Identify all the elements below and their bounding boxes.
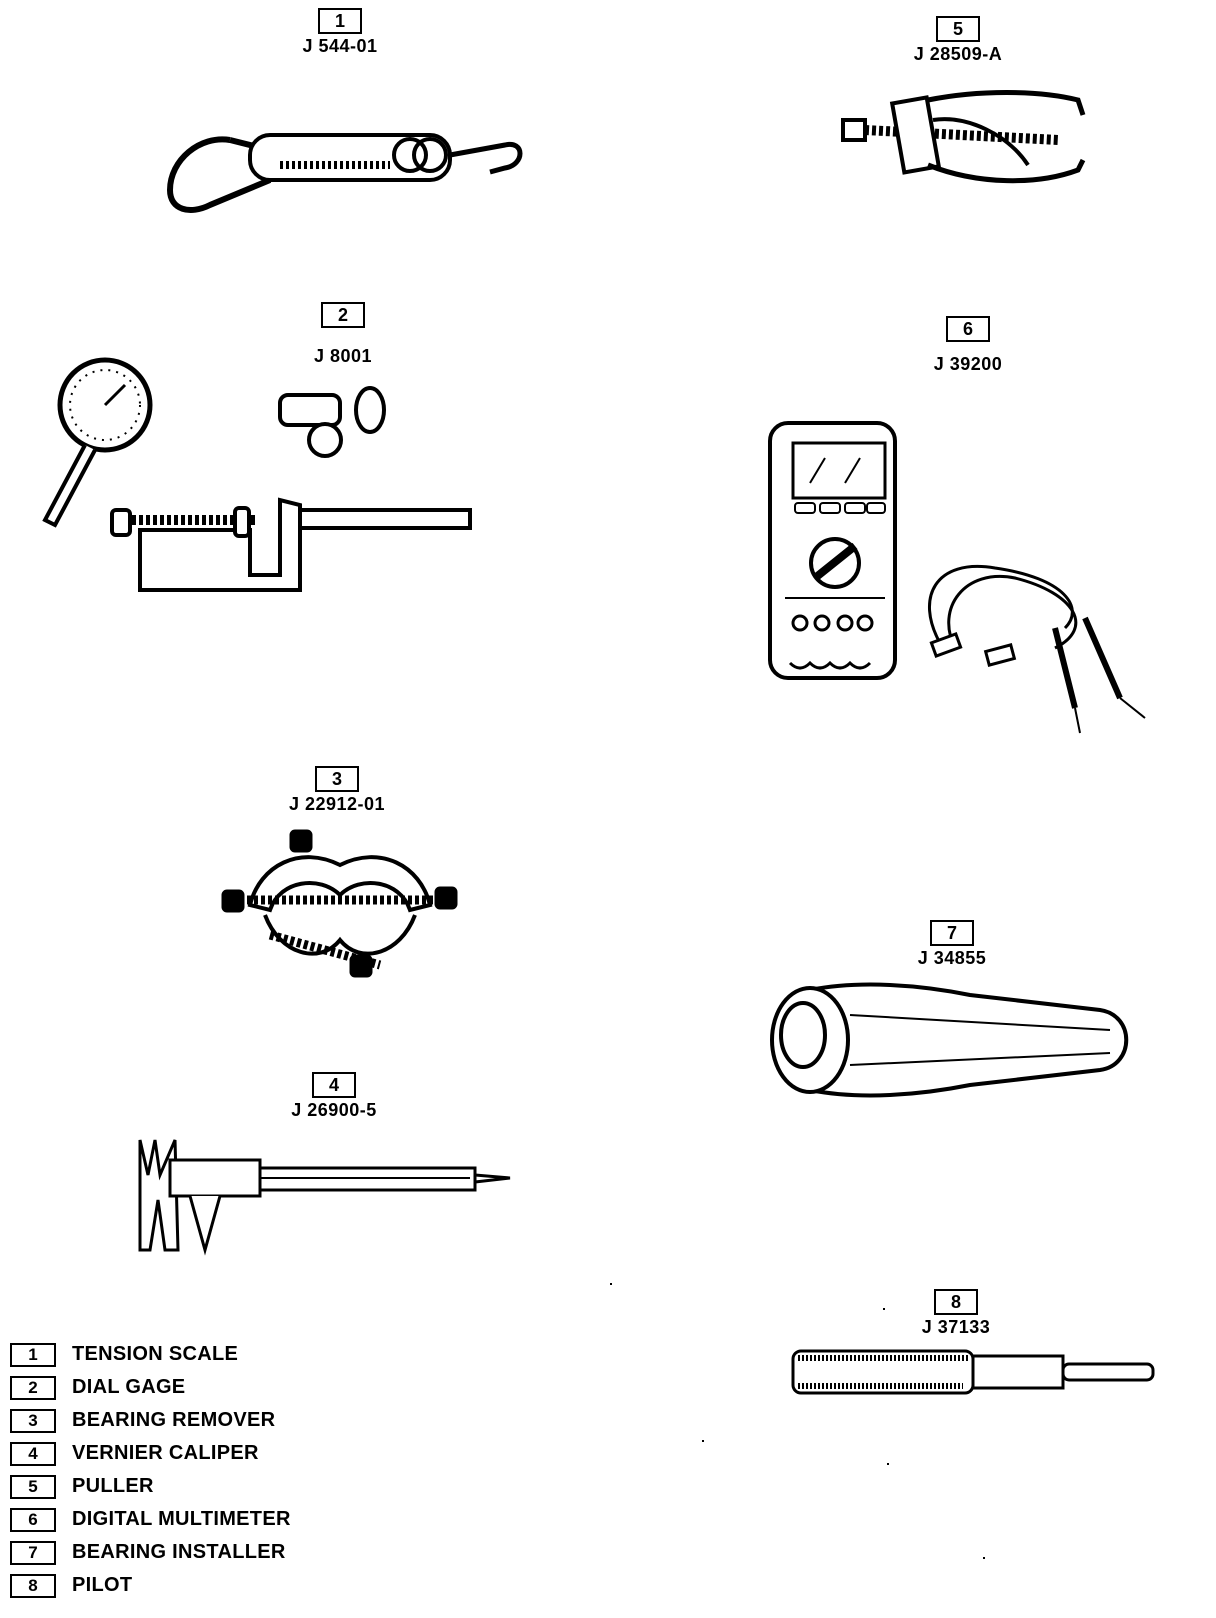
legend-label: PILOT bbox=[72, 1574, 133, 1596]
tool-4-part-number: J 26900-5 bbox=[291, 1100, 377, 1120]
legend-label: BEARING INSTALLER bbox=[72, 1541, 286, 1563]
legend-item: 5 PULLER bbox=[10, 1470, 291, 1503]
scan-speck bbox=[702, 1440, 704, 1442]
legend-number: 7 bbox=[10, 1540, 56, 1565]
legend-item: 6 DIGITAL MULTIMETER bbox=[10, 1503, 291, 1536]
tool-3-part-number: J 22912-01 bbox=[288, 794, 386, 814]
tool-6-heading: 6 J 39200 bbox=[868, 316, 1068, 375]
tool-5-part-number: J 28509-A bbox=[913, 44, 1003, 64]
legend-item: 8 PILOT bbox=[10, 1569, 291, 1602]
legend-number: 2 bbox=[10, 1375, 56, 1400]
tool-3-heading: 3 J 22912-01 bbox=[237, 766, 437, 815]
tool-4-heading: 4 J 26900-5 bbox=[234, 1072, 434, 1121]
tool-7-heading: 7 J 34855 bbox=[852, 920, 1052, 969]
legend-item: 3 BEARING REMOVER bbox=[10, 1404, 291, 1437]
tool-2-heading: 2 J 8001 bbox=[243, 302, 443, 367]
legend-label: VERNIER CALIPER bbox=[72, 1442, 259, 1464]
tool-5-heading: 5 J 28509-A bbox=[858, 16, 1058, 65]
tool-2-part-number: J 8001 bbox=[313, 346, 373, 366]
legend-number: 1 bbox=[10, 1342, 56, 1367]
tool-6-part-number: J 39200 bbox=[933, 354, 1003, 374]
legend-number: 8 bbox=[10, 1573, 56, 1598]
tool-8-heading: 8 J 37133 bbox=[856, 1289, 1056, 1338]
scan-speck bbox=[983, 1557, 985, 1559]
legend: 1 TENSION SCALE 2 DIAL GAGE 3 BEARING RE… bbox=[10, 1338, 291, 1602]
legend-number: 4 bbox=[10, 1441, 56, 1466]
digital-multimeter-icon bbox=[768, 421, 1146, 734]
tension-scale-icon bbox=[166, 133, 523, 213]
bearing-installer-icon bbox=[770, 982, 1129, 1098]
scan-speck bbox=[610, 1283, 612, 1285]
dial-gage-icon bbox=[42, 357, 472, 592]
tool-8-number: 8 bbox=[934, 1289, 978, 1315]
puller-icon bbox=[841, 90, 1086, 184]
tool-5-number: 5 bbox=[936, 16, 980, 42]
legend-item: 2 DIAL GAGE bbox=[10, 1371, 291, 1404]
legend-label: DIAL GAGE bbox=[72, 1376, 186, 1398]
legend-number: 5 bbox=[10, 1474, 56, 1499]
scan-speck bbox=[887, 1463, 889, 1465]
tool-7-number: 7 bbox=[930, 920, 974, 946]
scan-speck bbox=[883, 1308, 885, 1310]
tool-8-part-number: J 37133 bbox=[921, 1317, 991, 1337]
tool-1-heading: 1 J 544-01 bbox=[240, 8, 440, 57]
tool-7-part-number: J 34855 bbox=[917, 948, 987, 968]
legend-label: TENSION SCALE bbox=[72, 1343, 239, 1365]
vernier-caliper-icon bbox=[138, 1139, 511, 1256]
legend-item: 4 VERNIER CALIPER bbox=[10, 1437, 291, 1470]
tool-4-number: 4 bbox=[312, 1072, 356, 1098]
bearing-remover-icon bbox=[221, 829, 458, 978]
legend-number: 6 bbox=[10, 1507, 56, 1532]
legend-label: BEARING REMOVER bbox=[72, 1409, 276, 1431]
legend-number: 3 bbox=[10, 1408, 56, 1433]
legend-item: 7 BEARING INSTALLER bbox=[10, 1536, 291, 1569]
tool-2-number: 2 bbox=[321, 302, 365, 328]
tool-6-number: 6 bbox=[946, 316, 990, 342]
legend-label: DIGITAL MULTIMETER bbox=[72, 1508, 291, 1530]
pilot-icon bbox=[791, 1349, 1155, 1395]
tool-3-number: 3 bbox=[315, 766, 359, 792]
legend-label: PULLER bbox=[72, 1475, 154, 1497]
tool-1-number: 1 bbox=[318, 8, 362, 34]
tool-1-part-number: J 544-01 bbox=[302, 36, 378, 56]
legend-item: 1 TENSION SCALE bbox=[10, 1338, 291, 1371]
